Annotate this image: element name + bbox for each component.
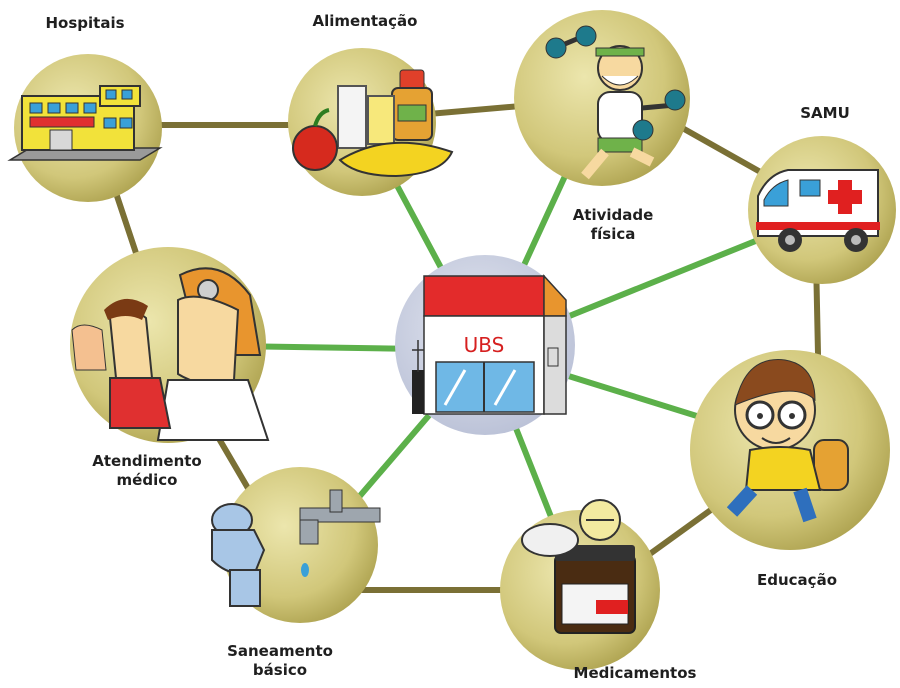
node-ubs: UBS [395,255,575,435]
node-hospitais [7,54,163,202]
node-alimentacao [288,48,454,196]
food-icon [292,69,454,178]
label-educacao-line1: Educação [757,571,837,589]
label-saneamento: Saneamento básico [225,642,335,680]
exercise-icon [545,25,686,180]
label-hospitais: Hospitais [30,14,140,33]
label-samu: SAMU [790,104,860,123]
node-atendimento [70,247,270,443]
label-alimentacao-line1: Alimentação [312,12,418,30]
node-medicamentos [500,499,660,670]
label-atividade-line2: física [590,225,636,243]
hospital-icon [7,85,163,161]
node-saneamento [211,467,381,623]
label-medicamentos-line1: Medicamentos [573,664,697,682]
ambulance-icon [756,169,880,252]
label-educacao: Educação [742,571,852,590]
label-atendimento-line2: médico [116,471,178,489]
node-atividade [514,10,690,186]
label-samu-line1: SAMU [800,104,850,122]
label-medicamentos: Medicamentos [565,664,705,683]
ubs-building-icon: UBS [412,274,567,415]
label-saneamento-line1: Saneamento [227,642,333,660]
label-atendimento-line1: Atendimento [92,452,202,470]
ubs-label: UBS [464,333,505,357]
label-atendimento: Atendimento médico [82,452,212,490]
node-educacao [690,350,890,550]
student-icon [726,359,849,523]
toilet-faucet-icon [211,489,381,607]
label-hospitais-line1: Hospitais [45,14,125,32]
doctor-icon [71,267,270,441]
label-atividade-line1: Atividade [572,206,654,224]
label-atividade: Atividade física [568,206,658,244]
label-saneamento-line2: básico [252,661,308,679]
node-samu [748,136,896,284]
label-alimentacao: Alimentação [300,12,430,31]
pill-bottle-icon [521,499,636,634]
